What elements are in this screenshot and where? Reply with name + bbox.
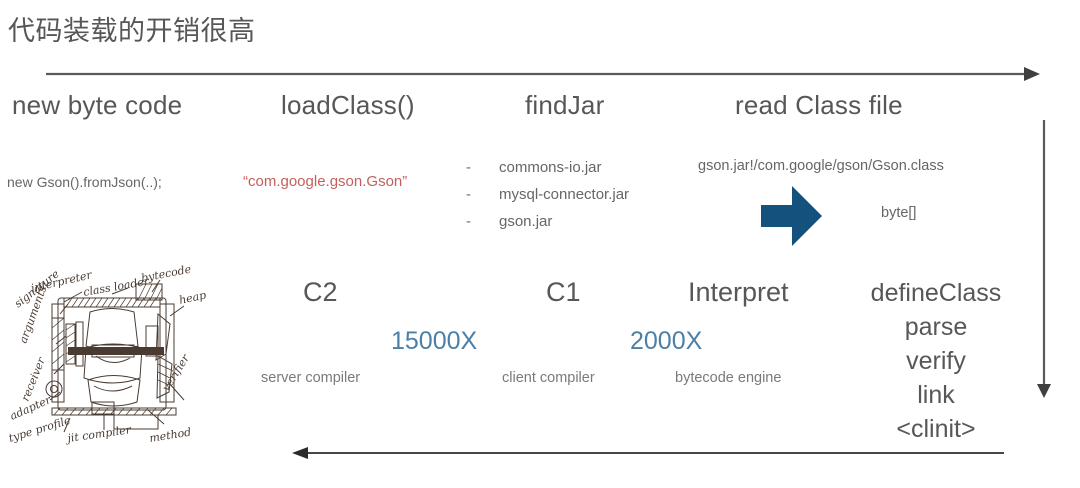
stage-header-findjar: findJar [525,90,605,120]
sketch-label-method: method [148,426,192,445]
list-item: - gson.jar [466,208,629,235]
bullet-dash: - [466,213,471,230]
jar-name: mysql-connector.jar [499,186,630,203]
stage-header-read-class-file: read Class file [735,90,903,120]
list-item: defineClass [870,279,1002,307]
page-title: 代码装载的开销很高 [8,16,256,46]
bullet-dash: - [466,186,471,203]
bullet-dash: - [466,159,471,176]
engine-speed-c1: 2000X [630,327,703,355]
stage-header-loadclass: loadClass() [281,90,415,120]
engine-speed-c2: 15000X [391,327,478,355]
sketch-label-jit-compiler: jit compiler [64,423,133,445]
bottom-flow-arrow [292,447,1004,459]
jar-name: commons-io.jar [499,159,602,176]
list-item: <clinit> [896,415,976,443]
list-item: - mysql-connector.jar [466,181,629,208]
class-file-path-text: gson.jar!/com.google/gson/Gson.class [698,158,944,174]
list-item: link [917,381,955,409]
byte-array-label: byte[] [881,205,917,221]
define-class-step-list: defineClass parse verify link <clinit> [856,276,1016,446]
list-item: parse [904,313,968,341]
blue-block-arrow [761,186,822,246]
engine-name-c1: C1 [546,277,581,307]
engine-name-interpret: Interpret [688,277,789,307]
engine-name-c2: C2 [303,277,338,307]
sketch-label-verifier: verifier [160,352,193,394]
sketch-label-heap: heap [178,289,207,307]
right-flow-arrow [1037,120,1051,398]
jar-name: gson.jar [499,213,553,230]
list-item: - commons-io.jar [466,154,629,181]
jvm-internals-sketch: interpreter class loader bytecode signat… [8,252,222,464]
sketch-label-bytecode: bytecode [140,262,193,284]
engine-sublabel-server-compiler: server compiler [261,370,361,386]
top-flow-arrow [46,67,1040,81]
engine-sublabel-client-compiler: client compiler [502,370,595,386]
jar-candidate-list: - commons-io.jar - mysql-connector.jar -… [466,154,629,235]
code-snippet-text: new Gson().fromJson(..); [7,174,162,190]
engine-sublabel-bytecode-engine: bytecode engine [675,370,782,386]
stage-header-new-byte-code: new byte code [12,90,183,120]
list-item: verify [906,347,966,375]
class-name-highlight: “com.google.gson.Gson” [243,173,408,190]
